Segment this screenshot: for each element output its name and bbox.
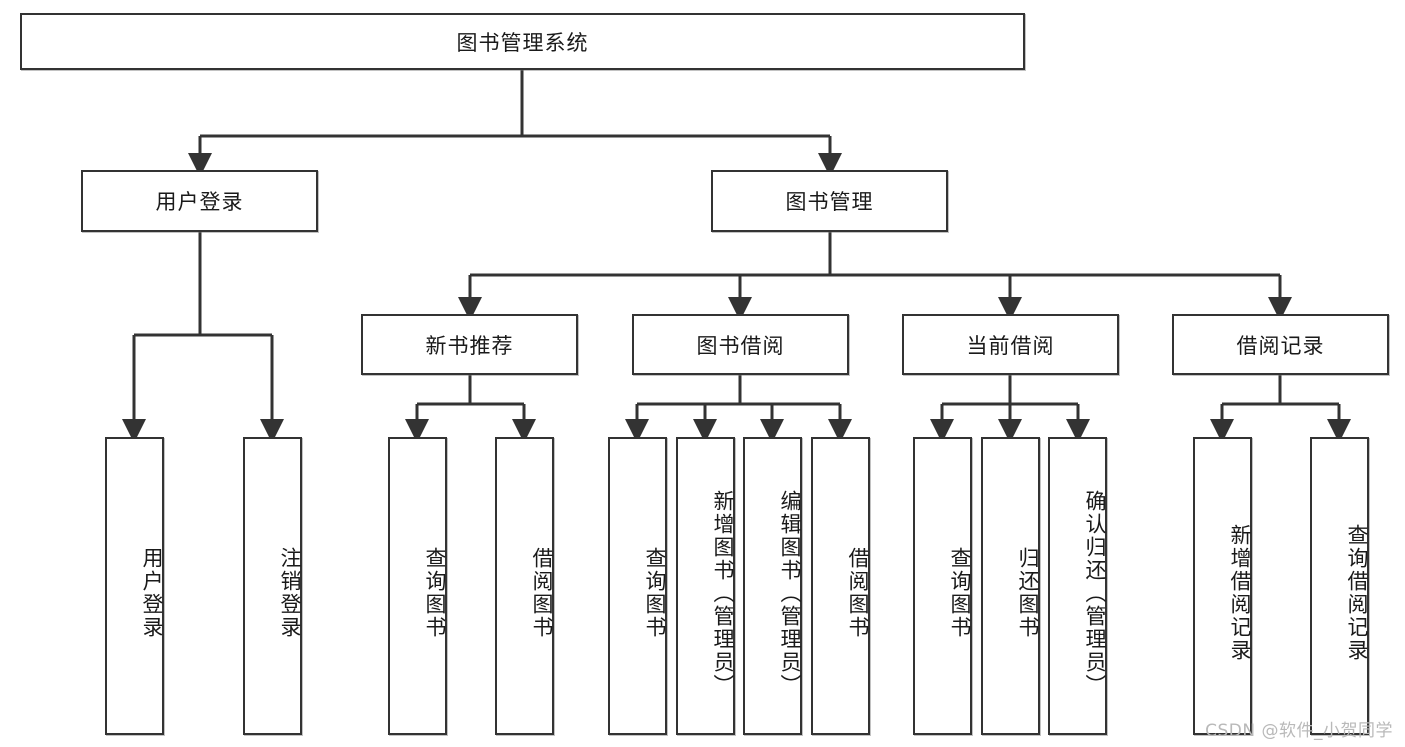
node-label: 归还图书: [1016, 547, 1039, 639]
leaf-borrow-borrow-book[interactable]: 借阅图书: [811, 437, 870, 735]
node-label: 新增借阅记录: [1228, 524, 1251, 662]
node-label: 用户登录: [155, 191, 244, 214]
watermark-text: CSDN @软件_小贺同学: [1205, 721, 1393, 741]
leaf-records-add-record[interactable]: 新增借阅记录: [1193, 437, 1252, 735]
leaf-current-confirm-return-admin[interactable]: 确认归还（管理员）: [1048, 437, 1107, 735]
node-label: 注销登录: [278, 547, 301, 639]
leaf-current-query-book[interactable]: 查询图书: [913, 437, 972, 735]
node-label: 借阅记录: [1236, 334, 1325, 358]
leaf-current-return-book[interactable]: 归还图书: [981, 437, 1040, 735]
node-label: 图书借阅: [696, 334, 785, 358]
node-root-system[interactable]: 图书管理系统: [20, 13, 1025, 70]
node-label: 编辑图书（管理员）: [778, 489, 801, 697]
node-book-management[interactable]: 图书管理: [711, 170, 948, 232]
node-new-book-recommend[interactable]: 新书推荐: [361, 314, 578, 375]
node-current-borrow[interactable]: 当前借阅: [902, 314, 1119, 375]
node-label: 图书管理: [785, 191, 874, 214]
leaf-records-query-record[interactable]: 查询借阅记录: [1310, 437, 1369, 735]
node-user-login[interactable]: 用户登录: [81, 170, 318, 232]
leaf-borrow-query-book[interactable]: 查询图书: [608, 437, 667, 735]
node-label: 查询图书: [643, 547, 666, 639]
node-label: 当前借阅: [966, 334, 1055, 358]
node-label: 确认归还（管理员）: [1083, 489, 1106, 697]
node-label: 借阅图书: [530, 547, 553, 639]
leaf-recommend-query-book[interactable]: 查询图书: [388, 437, 447, 735]
leaf-user-login-logout[interactable]: 注销登录: [243, 437, 302, 735]
node-book-borrow[interactable]: 图书借阅: [632, 314, 849, 375]
leaf-borrow-edit-book-admin[interactable]: 编辑图书（管理员）: [743, 437, 802, 735]
node-borrow-records[interactable]: 借阅记录: [1172, 314, 1389, 375]
node-label: 借阅图书: [846, 547, 869, 639]
node-label: 图书管理系统: [456, 31, 589, 55]
leaf-borrow-add-book-admin[interactable]: 新增图书（管理员）: [676, 437, 735, 735]
leaf-user-login-login[interactable]: 用户登录: [105, 437, 164, 735]
node-label: 查询借阅记录: [1345, 524, 1368, 662]
node-label: 查询图书: [423, 547, 446, 639]
node-label: 新增图书（管理员）: [711, 489, 734, 697]
node-label: 查询图书: [948, 547, 971, 639]
node-label: 新书推荐: [425, 334, 514, 358]
node-label: 用户登录: [140, 547, 163, 639]
leaf-recommend-borrow-book[interactable]: 借阅图书: [495, 437, 554, 735]
